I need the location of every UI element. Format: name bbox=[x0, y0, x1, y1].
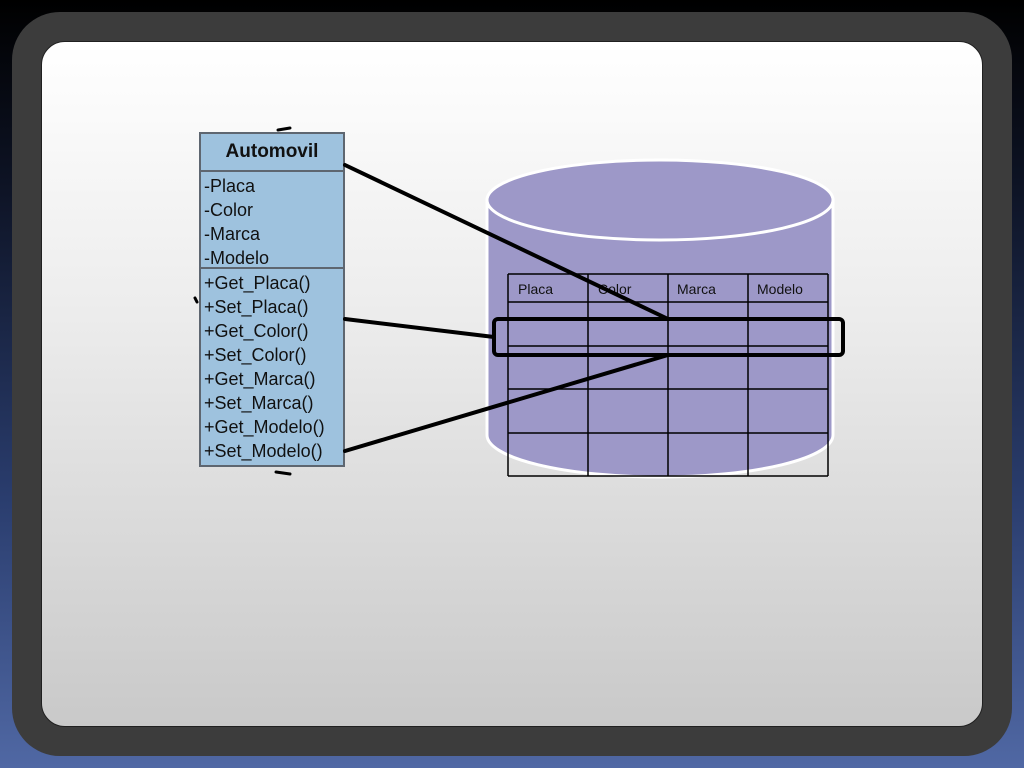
uml-attribute: -Modelo bbox=[204, 248, 270, 268]
uml-attributes: -Placa -Color -Marca -Modelo bbox=[201, 172, 343, 269]
arrow-ticks bbox=[193, 126, 292, 476]
uml-method: +Set_Modelo() bbox=[204, 441, 323, 461]
database-cylinder bbox=[485, 158, 835, 479]
connector-methods-to-row bbox=[343, 317, 496, 339]
uml-attribute: -Color bbox=[204, 200, 254, 220]
database-table bbox=[507, 273, 829, 477]
cylinder-top bbox=[485, 158, 835, 242]
connector-bottom-to-row bbox=[343, 353, 670, 453]
uml-method: +Get_Placa() bbox=[204, 273, 311, 293]
uml-method: +Set_Placa() bbox=[204, 297, 309, 317]
uml-attribute: -Marca bbox=[204, 224, 261, 244]
uml-methods: +Get_Placa() +Set_Placa() +Get_Color() +… bbox=[201, 269, 343, 465]
uml-class-name: Automovil bbox=[201, 134, 343, 172]
connector-lines bbox=[343, 163, 670, 453]
table-header-modelo: Modelo bbox=[757, 281, 803, 297]
cylinder-body bbox=[485, 198, 835, 479]
arrow-tick-top bbox=[276, 126, 292, 132]
uml-method: +Get_Color() bbox=[204, 321, 309, 341]
uml-method: +Set_Color() bbox=[204, 345, 307, 365]
table-header-color: Color bbox=[598, 281, 632, 297]
table-header-marca: Marca bbox=[677, 281, 716, 297]
uml-method: +Set_Marca() bbox=[204, 393, 314, 413]
uml-attribute: -Placa bbox=[204, 176, 256, 196]
uml-class-box: Automovil -Placa -Color -Marca -Modelo +… bbox=[199, 132, 345, 467]
uml-method: +Get_Marca() bbox=[204, 369, 316, 389]
connector-class-to-row bbox=[343, 163, 670, 321]
arrow-tick-left bbox=[193, 296, 199, 304]
table-header-placa: Placa bbox=[518, 281, 553, 297]
arrow-tick-bottom bbox=[274, 470, 292, 476]
uml-method: +Get_Modelo() bbox=[204, 417, 325, 437]
